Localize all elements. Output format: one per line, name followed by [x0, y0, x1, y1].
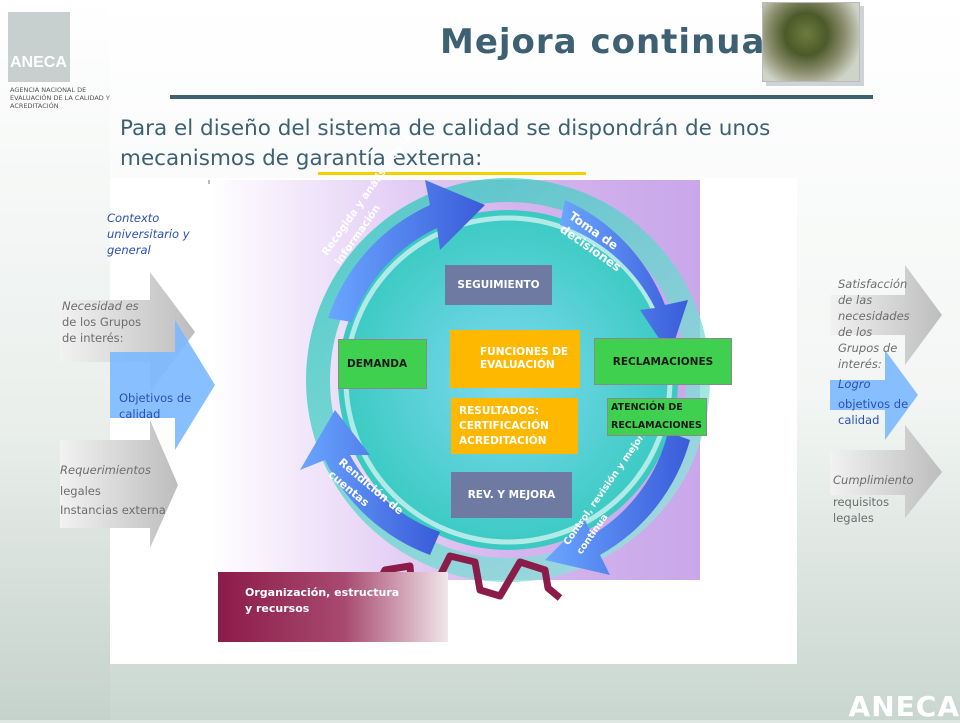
- funciones-box: FUNCIONES DE EVALUACIÓN: [450, 330, 580, 388]
- achievement-label-rest: objetivos de calidad: [838, 397, 909, 427]
- resultados-line2: CERTIFICACIÓN: [459, 419, 549, 432]
- context-label: Contexto universitario y general: [107, 211, 190, 257]
- compliance-label-rest: requisitos legales: [833, 495, 890, 525]
- logo-subtitle: AGENCIA NACIONAL DE EVALUACIÓN DE LA CAL…: [10, 86, 110, 110]
- requirements-label-italic: Requerimientos: [60, 463, 151, 477]
- seguimiento-box: SEGUIMIENTO: [445, 265, 552, 305]
- slide-subtitle: Para el diseño del sistema de calidad se…: [120, 116, 771, 171]
- needs-label-rest: de los Grupos de interés:: [62, 315, 142, 345]
- title-divider: [170, 95, 873, 99]
- rev-mejora-box: REV. Y MEJORA: [451, 472, 572, 518]
- objectives-arrow: [110, 320, 215, 450]
- tree-photo: [762, 2, 860, 82]
- resultados-box: RESULTADOS: CERTIFICACIÓN ACREDITACIÓN: [451, 398, 578, 454]
- requirements-arrow: [60, 420, 178, 548]
- decisions-arc: [560, 200, 688, 355]
- needs-label: Necesidad es de los Grupos de interés:: [62, 298, 142, 346]
- collect-arc: [328, 180, 485, 322]
- accountability-arc: [300, 410, 440, 555]
- atencion-line1: ATENCIÓN DE: [611, 402, 683, 413]
- organization-label: Organización, estructura y recursos: [245, 586, 400, 615]
- requirements-label-external: Instancias externa: [60, 503, 166, 517]
- footer-logo: ANECA: [848, 690, 960, 723]
- compliance-label-italic: Cumplimiento: [833, 473, 914, 487]
- requirements-label: Requerimientos legales Instancias extern…: [60, 460, 170, 518]
- satisfaction-label: Satisfacción de las necesidades de los G…: [838, 276, 913, 428]
- atencion-line2: RECLAMACIONES: [611, 420, 702, 431]
- achievement-label-italic: Logro: [838, 377, 871, 391]
- resultados-line3: ACREDITACIÓN: [459, 434, 547, 447]
- demanda-box: DEMANDA: [338, 339, 427, 389]
- aneca-logo: ANECA: [8, 12, 70, 82]
- reclamaciones-box: RECLAMACIONES: [594, 338, 732, 385]
- achievement-arrow: [830, 350, 918, 440]
- resultados-line1: RESULTADOS:: [459, 404, 540, 417]
- compliance-label: Cumplimiento requisitos legales: [833, 472, 923, 526]
- compliance-arrow: [830, 425, 942, 518]
- review-arc: [545, 432, 690, 575]
- subtitle-highlight: [318, 172, 586, 175]
- atencion-box: ATENCIÓN DE RECLAMACIONES: [607, 398, 707, 436]
- requirements-label-legal: legales: [60, 484, 101, 498]
- objectives-label: Objetivos de calidad: [119, 391, 192, 421]
- page-title: Mejora continua: [440, 22, 766, 62]
- logo-text: ANECA: [10, 54, 67, 71]
- satisfaction-label-text: Satisfacción de las necesidades de los G…: [838, 277, 910, 371]
- organization-band: [218, 572, 448, 642]
- satisfaction-arrow: [830, 265, 942, 365]
- needs-label-italic: Necesidad es: [62, 299, 139, 313]
- org-wave: [366, 552, 563, 601]
